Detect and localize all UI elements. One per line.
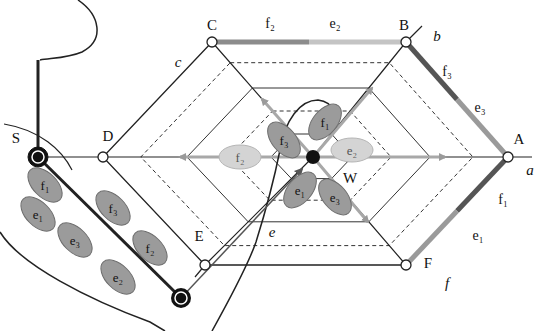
side-label: f₁ (498, 193, 508, 207)
muscle-ellipse: e₃ (54, 228, 96, 252)
axis-label: a (526, 163, 534, 178)
force-arrow (313, 156, 445, 159)
arm-outline (4, 124, 72, 170)
flexor-side (457, 157, 508, 211)
hexagon-vertex (401, 260, 411, 270)
point-label: W (343, 171, 357, 186)
point-label: S (12, 131, 20, 146)
muscle-label: f₁ (321, 116, 330, 129)
muscle-label: e₁ (33, 208, 43, 221)
muscle-label: e₃ (70, 234, 80, 247)
point-label: D (103, 129, 114, 144)
flexor-side (212, 40, 309, 45)
ellipse-outline (127, 225, 174, 272)
ellipse-outline (90, 185, 137, 232)
muscle-ellipse: e₁ (279, 178, 321, 202)
hexagon-vertex (207, 37, 217, 47)
axis-label: e (269, 225, 276, 240)
axis-label: c (175, 55, 182, 70)
muscle-label: f₁ (41, 179, 50, 192)
muscle-ellipse: f₂ (219, 145, 261, 169)
axis-label: b (433, 29, 441, 44)
grid-hexagon (187, 88, 430, 222)
elbow-joint (175, 292, 187, 304)
muscle-ellipse: f₃ (92, 196, 134, 220)
side-label: f₂ (265, 17, 275, 31)
muscle-ellipse: f₂ (129, 236, 171, 260)
grid-hexagon (141, 63, 473, 246)
shoulder-joint (32, 151, 44, 163)
muscle-label: f₃ (109, 202, 118, 215)
shoulder-joint (28, 147, 48, 167)
side-label: e₂ (329, 17, 340, 31)
ellipse-outline (95, 254, 142, 301)
muscle-ellipse: e₂ (97, 265, 139, 289)
muscle-ellipse: e₂ (331, 138, 373, 162)
force-arrow (313, 157, 368, 222)
side-label: e₃ (474, 101, 485, 115)
extensor-side (457, 100, 508, 158)
muscle-label: e₂ (347, 144, 357, 157)
point-label: E (194, 229, 203, 244)
ellipse-outline (219, 145, 261, 169)
ellipse-outline (302, 98, 347, 146)
muscle-label: e₃ (330, 191, 340, 204)
muscle-ellipse: f₃ (263, 128, 305, 152)
axis-line (212, 42, 406, 265)
muscle-ellipse: f₁ (304, 110, 346, 134)
axis-label: f (445, 276, 449, 291)
hexagon-vertex (200, 260, 210, 270)
hexagon-vertex (98, 152, 108, 162)
point-label: C (207, 18, 217, 33)
extensor-side (309, 40, 406, 45)
hexagon-vertex (401, 37, 411, 47)
ellipse-outline (52, 217, 99, 264)
muscle-ellipse: e₃ (314, 185, 356, 209)
point-label: B (399, 18, 409, 33)
flexor-side (406, 42, 457, 100)
point-label: F (424, 256, 432, 271)
muscle-ellipse: f₁ (24, 173, 66, 197)
muscle-label: f₂ (236, 151, 245, 164)
muscle-label: e₂ (113, 271, 123, 284)
side-label: e₁ (472, 229, 483, 243)
body-outline (40, 0, 97, 60)
ellipse-outline (277, 166, 322, 214)
ellipse-outline (15, 191, 62, 238)
forearm-vector (181, 169, 302, 298)
ellipse-outline (261, 116, 306, 164)
muscle-label: e₁ (295, 184, 305, 197)
hexagon-side (103, 42, 406, 265)
hexagon-vertex (503, 152, 513, 162)
side-label: f₃ (442, 65, 452, 79)
muscle-ellipse: e₁ (17, 202, 59, 226)
point-label: A (514, 132, 525, 147)
muscle-label: f₃ (280, 134, 289, 147)
elbow-joint (171, 288, 191, 308)
wrist-point (306, 150, 320, 164)
axis-line (195, 26, 422, 277)
ellipse-outline (331, 138, 373, 162)
muscle-label: f₂ (146, 242, 155, 255)
